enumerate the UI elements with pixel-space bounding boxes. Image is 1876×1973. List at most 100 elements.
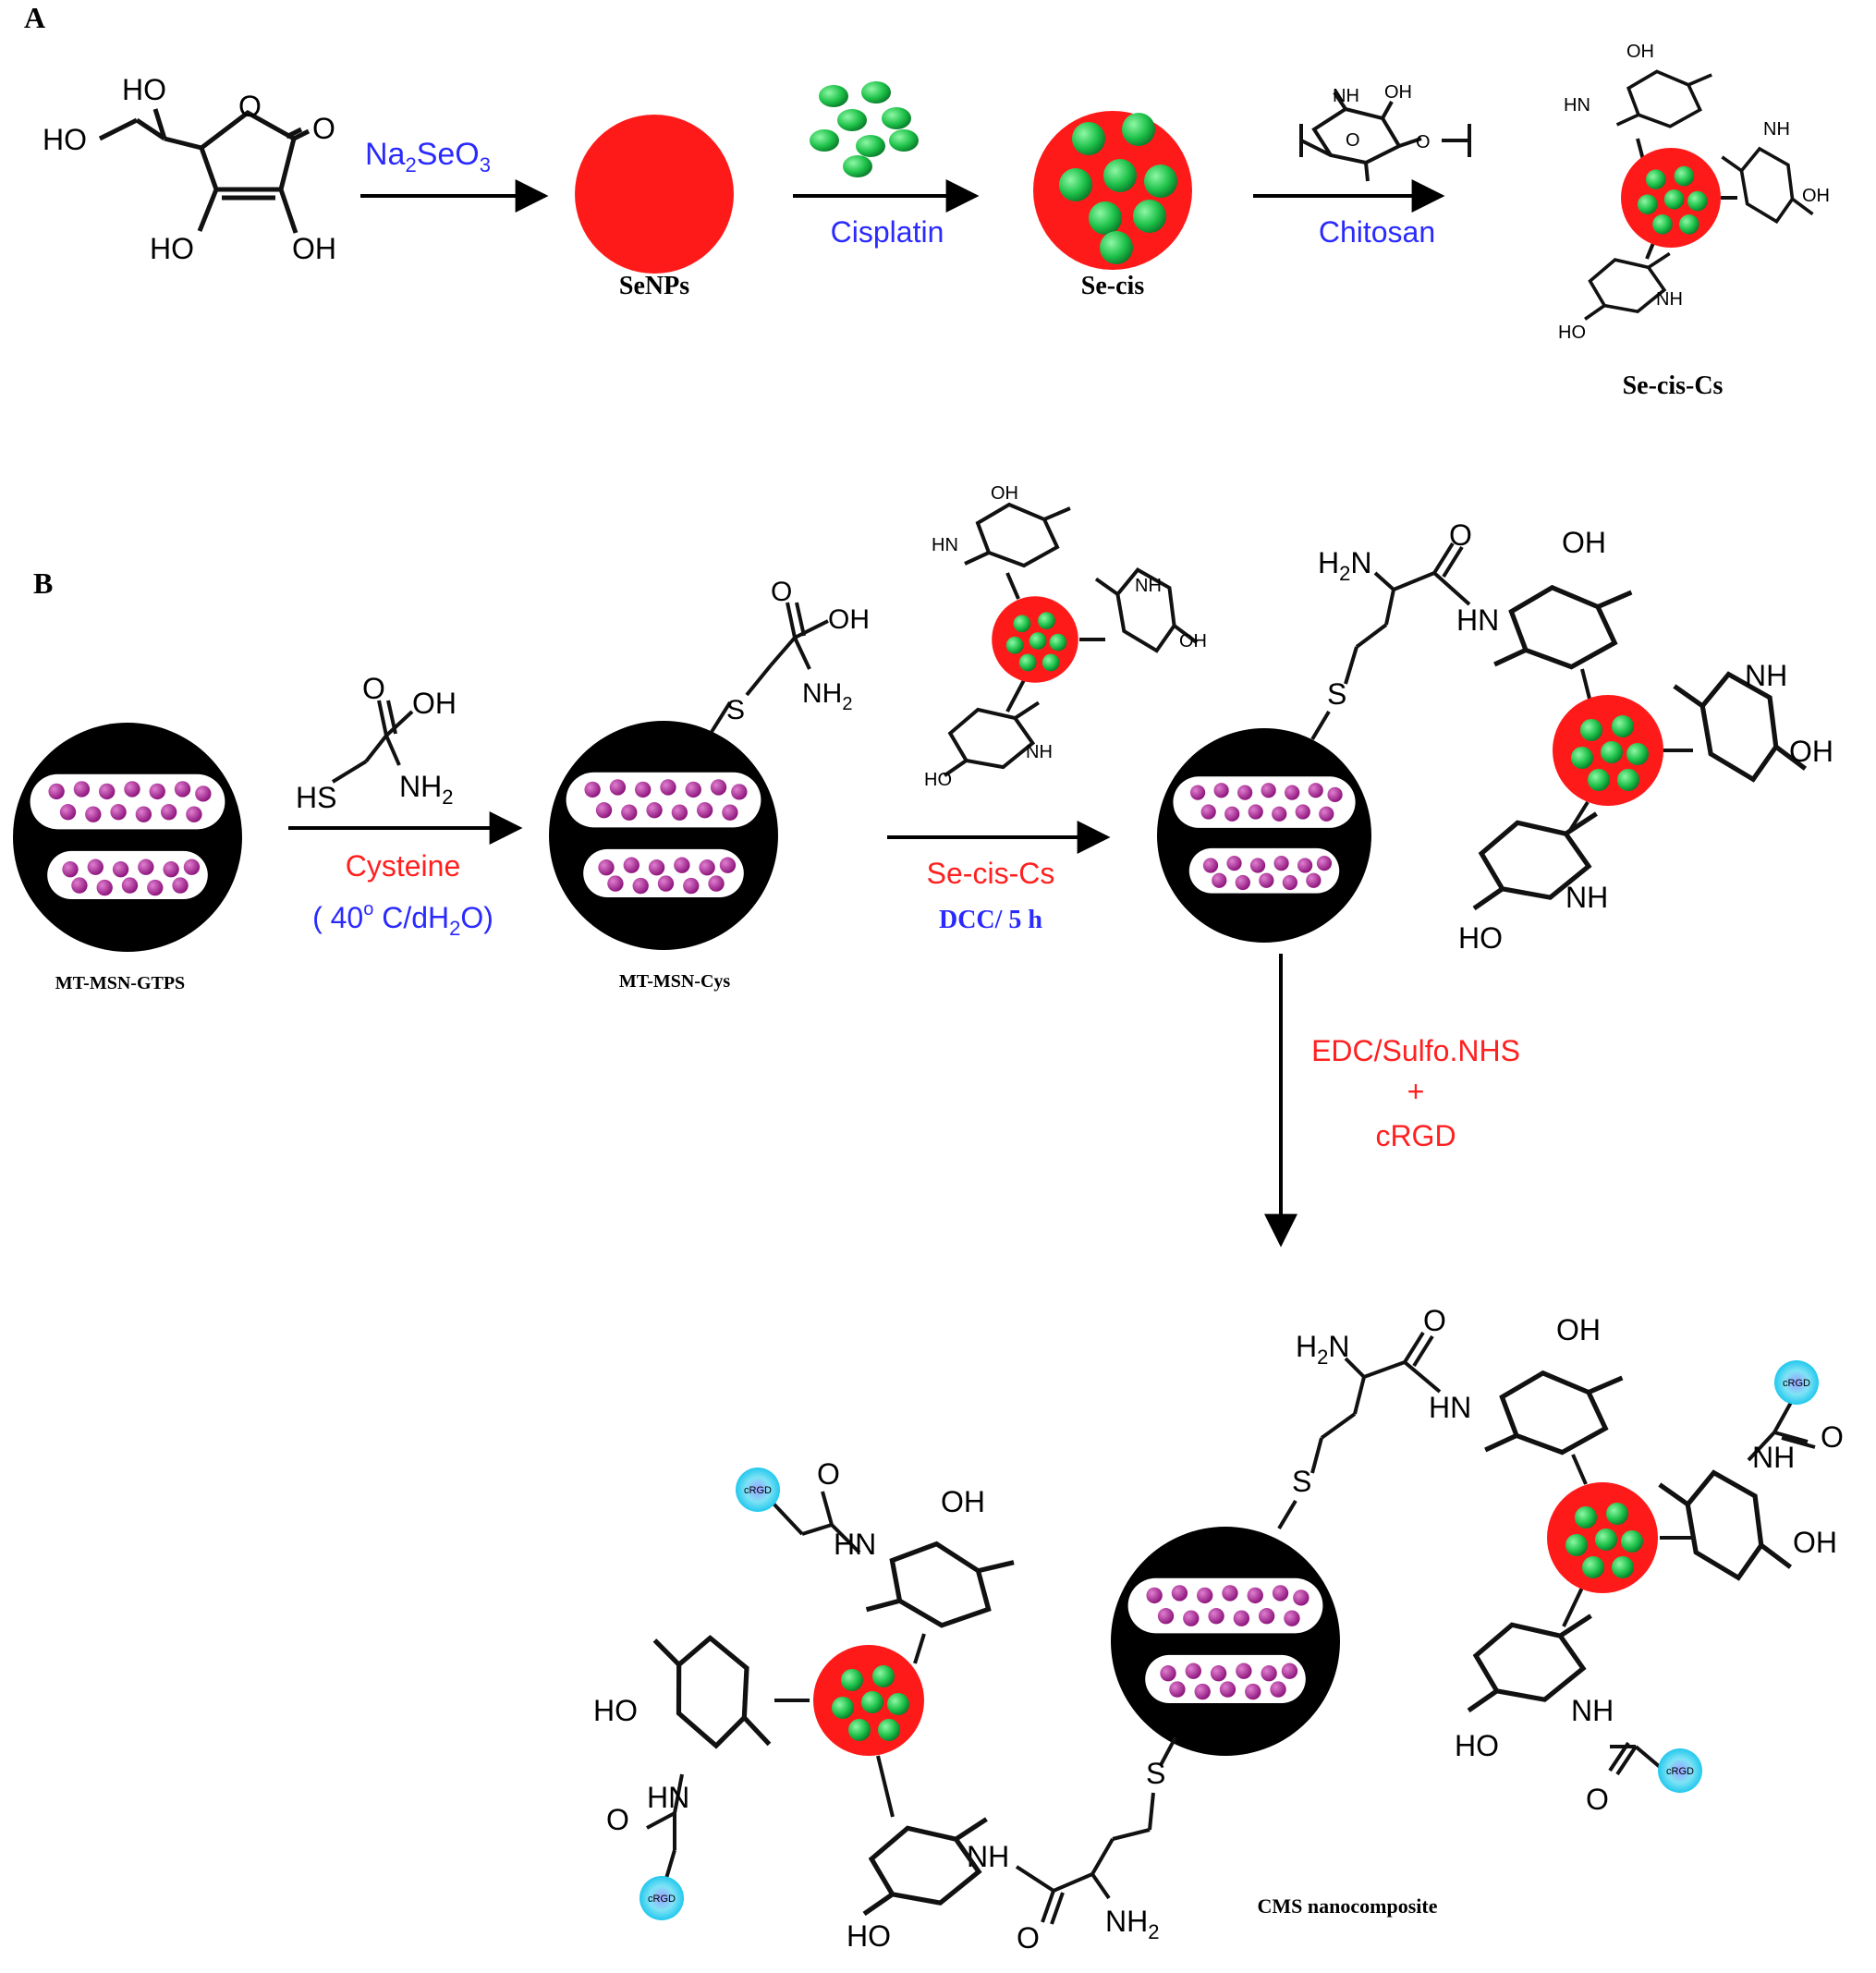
reagent-cisplatin: Cisplatin	[831, 215, 944, 249]
conjugate-oh-right: OH	[1789, 735, 1833, 768]
cms-right-carbonyl-o: O	[1821, 1420, 1844, 1454]
label-msn-cys: MT-MSN-Cys	[619, 971, 731, 992]
msn-cys-linker	[710, 602, 829, 734]
cms-right-chitosan	[1456, 1360, 1819, 1793]
reagent-plus: +	[1407, 1075, 1425, 1108]
conjugate-linker	[1310, 542, 1471, 741]
cms-right-ho-bottom: HO	[1455, 1729, 1499, 1762]
cysteine-nh2: NH2	[399, 770, 453, 809]
chitosan-structure	[1299, 91, 1471, 182]
cms-right-nh: NH	[1752, 1441, 1795, 1474]
reagent-crgd: cRGD	[1375, 1119, 1456, 1152]
label-secis: Se-cis	[1081, 272, 1145, 300]
cysteine-hs: HS	[296, 781, 336, 814]
cms-left-hn: HN	[834, 1528, 876, 1561]
cysteine-oh: OH	[412, 687, 457, 720]
reagent-cysteine: Cysteine	[346, 849, 461, 883]
cms-left-chitosan	[640, 1468, 1015, 1920]
msn-cys-oh: OH	[828, 604, 870, 635]
reagent-dcc: DCC/ 5 h	[939, 906, 1042, 934]
cisplatin-dots	[810, 81, 919, 177]
cms-right-oh: OH	[1793, 1526, 1837, 1559]
seciscs-r-oh-right: OH	[1179, 631, 1207, 652]
seciscs-ho-bottom: HO	[1558, 323, 1586, 343]
seciscs-reagent-structure	[932, 503, 1202, 780]
seciscs-nh-bottom: NH	[1656, 289, 1683, 310]
cms-upper-s: S	[1292, 1465, 1311, 1498]
crgd-tag-lower-right: cRGD	[1666, 1766, 1694, 1777]
msn-cys-nh2: NH2	[802, 678, 852, 714]
seciscs-nh-right: NH	[1763, 119, 1790, 140]
cms-right-carbonyl-o-bottom: O	[1586, 1783, 1609, 1816]
conjugate-s: S	[1327, 677, 1346, 711]
ascorbic-oh-bottom-right: OH	[292, 232, 336, 265]
cms-upper-hn: HN	[1429, 1391, 1471, 1424]
chitosan-oh: OH	[1384, 82, 1412, 103]
reagent-edc: EDC/Sulfo.NHS	[1311, 1034, 1520, 1067]
reagent-cysteine-conditions: ( 40o C/dH2O)	[312, 899, 493, 940]
cms-lower-nh2: NH2	[1105, 1905, 1159, 1943]
ascorbic-carbonyl-o: O	[312, 112, 335, 145]
label-senps: SeNPs	[619, 272, 689, 300]
seciscs-r-hn: HN	[932, 535, 958, 555]
reagent-seciscs: Se-cis-Cs	[927, 857, 1055, 890]
seciscs-oh-top: OH	[1626, 42, 1654, 62]
cms-left-ho: HO	[593, 1694, 638, 1727]
cms-left-carbonyl-o: O	[817, 1457, 840, 1491]
conjugate-oh-top: OH	[1562, 526, 1606, 559]
label-seciscs: Se-cis-Cs	[1623, 371, 1724, 400]
cms-left-oh-top: OH	[941, 1485, 985, 1518]
cms-right-nh-bottom: NH	[1571, 1694, 1614, 1727]
ascorbic-oh-left: HO	[43, 123, 87, 156]
ascorbic-oh-top: HO	[122, 73, 166, 106]
msn-cys-s: S	[726, 695, 745, 725]
seciscs-oh-right: OH	[1802, 186, 1830, 206]
conjugate-nh-bottom: NH	[1565, 881, 1608, 914]
msn-cys-particle	[549, 721, 778, 950]
msn-gtps-particle	[12, 723, 242, 952]
crgd-tag-lower-left: cRGD	[648, 1894, 676, 1905]
conjugate-ho-bottom: HO	[1458, 921, 1503, 955]
reagent-chitosan: Chitosan	[1319, 215, 1435, 249]
secis-particle	[1033, 111, 1192, 270]
ascorbic-oh-bottom-left: HO	[150, 232, 194, 265]
senps-particle	[575, 115, 734, 274]
cms-upper-carbonyl-o: O	[1423, 1304, 1446, 1337]
chitosan-nh: NH	[1333, 86, 1359, 106]
seciscs-r-nh-bottom: NH	[1026, 742, 1053, 762]
label-cms-nanocomposite: CMS nanocomposite	[1258, 1894, 1438, 1918]
cms-lower-nh: NH	[967, 1840, 1009, 1873]
chitosan-ring-o: O	[1346, 130, 1360, 151]
cysteine-structure	[331, 700, 414, 784]
cms-left-hn-bottom: HN	[647, 1781, 689, 1814]
cms-upper-h2n: H2N	[1296, 1330, 1349, 1369]
conjugate-h2n: H2N	[1318, 546, 1371, 585]
cms-left-carbonyl-o-bottom: O	[606, 1803, 629, 1836]
ascorbic-acid-structure	[98, 108, 311, 234]
msn-cys-carbonyl-o: O	[771, 577, 792, 607]
reagent-na2seo3: Na2SeO3	[365, 137, 491, 177]
label-msn-gtps: MT-MSN-GTPS	[55, 973, 185, 993]
seciscs-r-nh: NH	[1135, 576, 1162, 596]
seciscs-hn: HN	[1564, 95, 1590, 116]
cms-lower-s: S	[1146, 1757, 1165, 1790]
msn-conjugate-particle	[1157, 728, 1371, 943]
panel-label-a: A	[24, 1, 45, 34]
cms-upper-linker	[1277, 1331, 1442, 1530]
ascorbic-ring-o: O	[238, 90, 262, 123]
conjugate-hn: HN	[1456, 603, 1499, 637]
cms-lower-linker	[1015, 1736, 1177, 1925]
cms-right-oh-top: OH	[1556, 1313, 1601, 1346]
seciscs-r-ho: HO	[924, 770, 952, 790]
crgd-tag-upper-right: cRGD	[1783, 1378, 1810, 1389]
seciscs-r-oh-top: OH	[991, 483, 1018, 504]
cms-left-ho-bottom: HO	[847, 1919, 891, 1953]
conjugate-nh-right: NH	[1745, 659, 1787, 692]
cms-lower-carbonyl-o: O	[1017, 1921, 1040, 1955]
cysteine-carbonyl-o: O	[362, 672, 385, 705]
conjugate-chitosan	[1461, 588, 1809, 911]
conjugate-carbonyl-o: O	[1449, 518, 1472, 552]
seciscs-structure	[1574, 69, 1818, 323]
panel-label-b: B	[33, 566, 53, 600]
